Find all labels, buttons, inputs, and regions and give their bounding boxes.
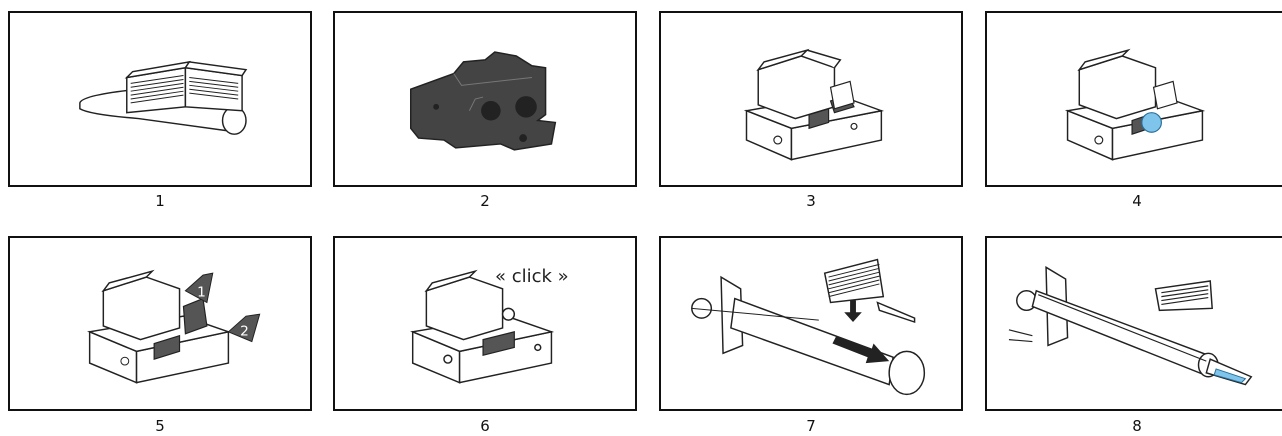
apply-cleaning-fluid-illustration <box>1064 48 1206 161</box>
step-badge-2: 2 <box>227 313 261 343</box>
step-badge-1: 1 <box>184 272 214 304</box>
step-number-6: 6 <box>480 417 490 435</box>
cleaning-pen-tip-illustration <box>1008 266 1253 386</box>
step-8-panel <box>985 236 1282 411</box>
step-number-1: 1 <box>155 192 165 210</box>
fluid-tip <box>1213 368 1247 384</box>
step-4-panel <box>985 11 1282 187</box>
insert-press-illustration: 1 2 <box>87 269 261 384</box>
step-number-3: 3 <box>806 192 816 210</box>
svg-text:2: 2 <box>240 324 249 340</box>
step-1-panel <box>8 11 312 187</box>
step-2-panel <box>333 11 637 187</box>
step-6-panel: « click » <box>333 236 637 411</box>
svg-text:1: 1 <box>197 285 206 301</box>
fluid-drop <box>1141 112 1162 133</box>
step-3-panel <box>659 11 963 187</box>
brush-clip-illustration <box>79 60 248 135</box>
click-label: « click » <box>495 266 569 287</box>
holder-with-clip-illustration <box>743 48 885 161</box>
step-7-panel <box>659 236 963 411</box>
step-number-7: 7 <box>806 417 816 435</box>
adapter-part-illustration <box>409 51 557 151</box>
step-number-8: 8 <box>1132 417 1142 435</box>
step-number-4: 4 <box>1132 192 1142 210</box>
click-into-place-illustration <box>410 269 555 384</box>
step-number-5: 5 <box>155 417 165 435</box>
step-5-panel: 1 2 <box>8 236 312 411</box>
insert-arrows <box>832 300 890 364</box>
step-number-2: 2 <box>480 192 490 210</box>
cleaning-pen-illustration <box>691 258 926 396</box>
